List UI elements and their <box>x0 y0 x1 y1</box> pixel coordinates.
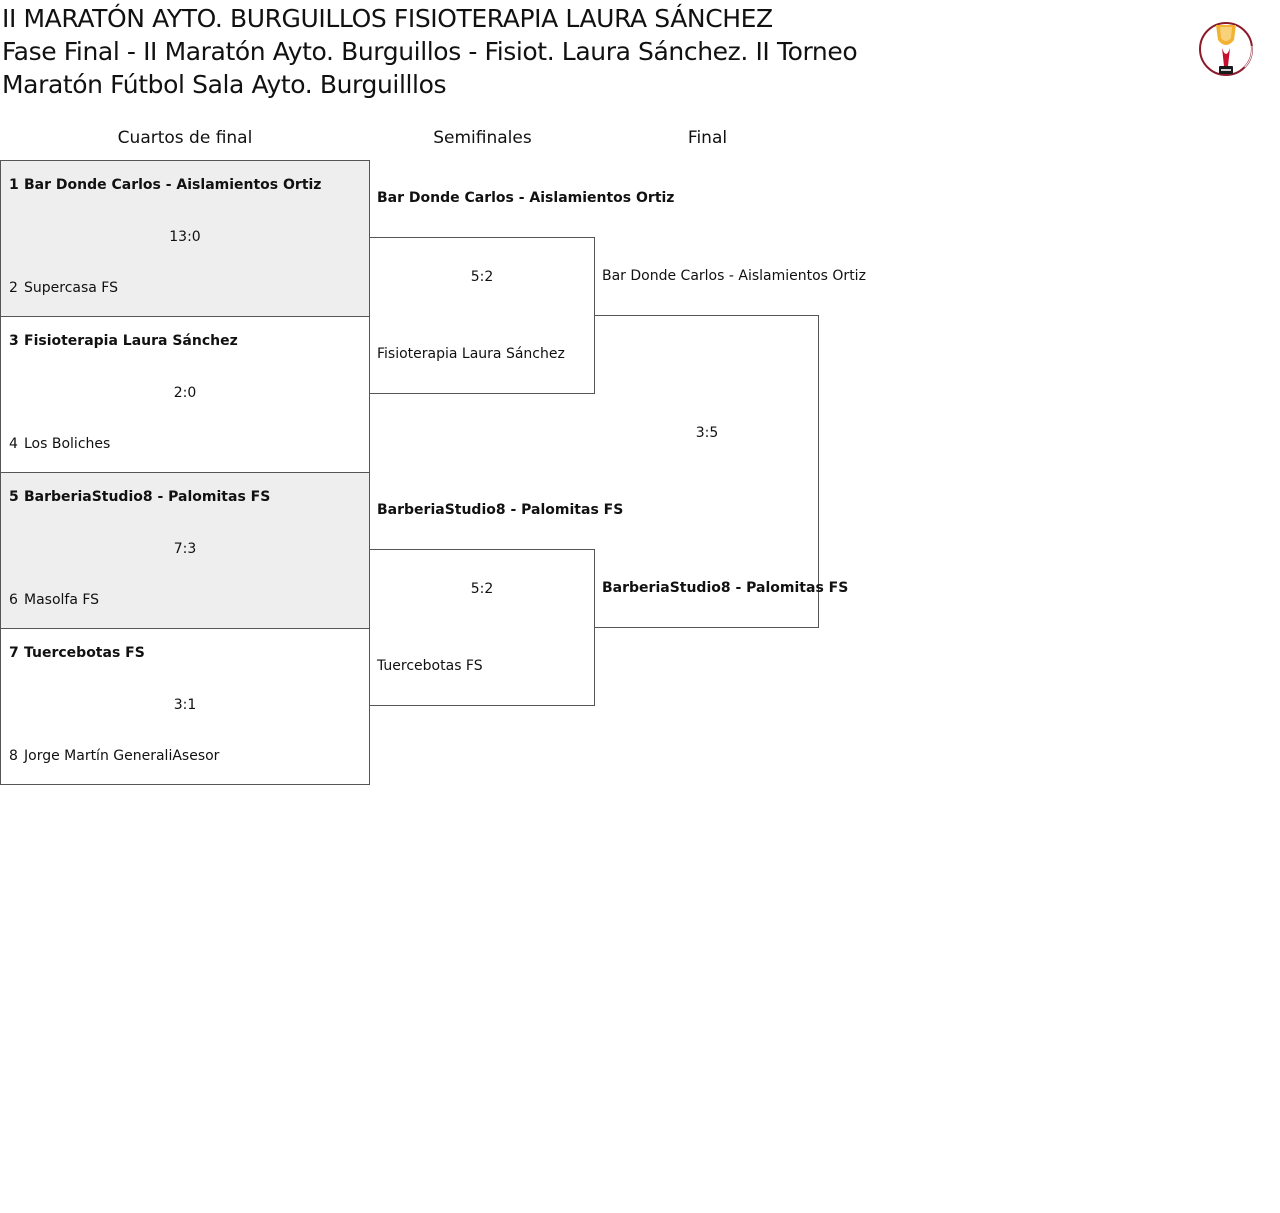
semifinal-1-team-a[interactable]: Bar Donde Carlos - Aislamientos Ortiz <box>377 190 675 206</box>
quarterfinal-match-2[interactable]: 3 Fisioterapia Laura Sánchez 2:0 4 Los Bol… <box>0 316 370 473</box>
seed: 2 <box>9 280 18 296</box>
round-header-quarterfinals: Cuartos de final <box>117 128 253 148</box>
match-score: 7:3 <box>173 541 197 557</box>
final-team-a[interactable]: Bar Donde Carlos - Aislamientos Ortiz <box>602 268 866 284</box>
seed: 7 <box>9 645 19 661</box>
team-name: BarberiaStudio8 - Palomitas FS <box>24 489 271 505</box>
semifinal-connector-1 <box>370 237 595 394</box>
seed: 3 <box>9 333 19 349</box>
seed: 4 <box>9 436 18 452</box>
match-score: 3:1 <box>173 697 197 713</box>
quarterfinal-match-3[interactable]: 5 BarberiaStudio8 - Palomitas FS 7:3 6 Mas… <box>0 472 370 629</box>
final-team-b[interactable]: BarberiaStudio8 - Palomitas FS <box>602 580 849 596</box>
round-header-final: Final <box>687 128 728 148</box>
semifinal-2-score[interactable]: 5:2 <box>470 581 494 597</box>
seed: 5 <box>9 489 19 505</box>
trophy-icon <box>1198 20 1254 78</box>
semifinal-2-team-a[interactable]: BarberiaStudio8 - Palomitas FS <box>377 502 624 518</box>
page-title: II MARATÓN AYTO. BURGUILLOS FISIOTERAPIA… <box>2 2 872 101</box>
match-score: 13:0 <box>169 229 201 245</box>
seed: 8 <box>9 748 18 764</box>
team-name: Tuercebotas FS <box>24 645 145 661</box>
round-header-semifinals: Semifinales <box>433 128 532 148</box>
quarterfinal-match-1[interactable]: 1 Bar Donde Carlos - Aislamientos Ortiz 1… <box>0 160 370 317</box>
team-name: Masolfa FS <box>24 592 100 608</box>
semifinal-2-team-b[interactable]: Tuercebotas FS <box>377 658 483 674</box>
semifinal-1-team-b[interactable]: Fisioterapia Laura Sánchez <box>377 346 565 362</box>
seed: 1 <box>9 177 19 193</box>
semifinal-1-score[interactable]: 5:2 <box>470 269 494 285</box>
seed: 6 <box>9 592 18 608</box>
semifinal-connector-2 <box>370 549 595 706</box>
final-score[interactable]: 3:5 <box>695 425 719 441</box>
match-score: 2:0 <box>173 385 197 401</box>
quarterfinal-match-4[interactable]: 7 Tuercebotas FS 3:1 8 Jorge Martín Genera… <box>0 628 370 785</box>
team-name: Los Boliches <box>24 436 111 452</box>
tournament-title: II MARATÓN AYTO. BURGUILLOS FISIOTERAPIA… <box>2 4 773 33</box>
team-name: Supercasa FS <box>24 280 119 296</box>
team-name: Jorge Martín GeneraliAsesor <box>24 748 220 764</box>
team-name: Bar Donde Carlos - Aislamientos Ortiz <box>24 177 322 193</box>
phase-title: Fase Final - II Maratón Ayto. Burguillos… <box>2 37 858 99</box>
final-connector <box>595 315 819 628</box>
team-name: Fisioterapia Laura Sánchez <box>24 333 238 349</box>
